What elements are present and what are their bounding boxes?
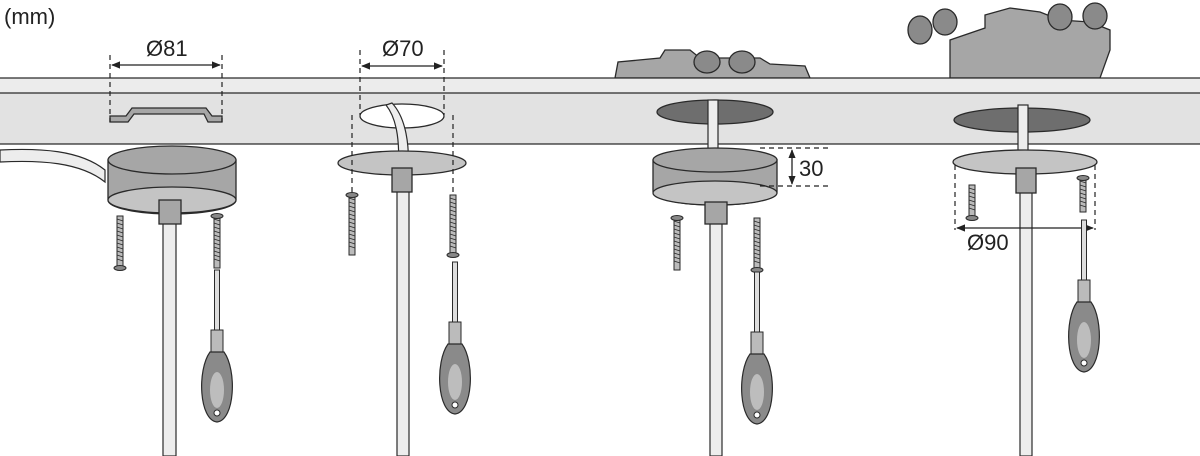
supply-cable	[0, 148, 106, 184]
unit-label: (mm)	[4, 4, 55, 29]
junction-box-large	[907, 2, 1111, 79]
screwdriver-icon	[1068, 219, 1100, 373]
screw-icon	[446, 194, 460, 258]
screw-icon	[1076, 175, 1090, 213]
diameter-label-81: Ø81	[146, 36, 188, 61]
panel-2: Ø70	[337, 36, 467, 456]
screw-icon	[210, 213, 224, 269]
screw-icon	[670, 215, 684, 271]
diameter-label-70: Ø70	[382, 36, 424, 61]
screw-icon	[750, 217, 764, 273]
panel-3: 30	[652, 99, 832, 456]
ceiling-rose	[652, 147, 778, 206]
screw-icon	[345, 192, 359, 256]
screwdriver-icon	[439, 261, 471, 415]
screw-icon	[113, 215, 127, 271]
ceiling-rose	[107, 145, 237, 215]
screwdriver-icon	[741, 271, 773, 425]
panel-4: Ø90	[952, 104, 1098, 456]
mounting-bracket	[109, 107, 223, 123]
screwdriver-icon	[201, 269, 233, 423]
height-label-30: 30	[799, 156, 823, 181]
diameter-label-90: Ø90	[967, 230, 1009, 255]
junction-box-small	[614, 49, 811, 79]
screw-icon	[965, 184, 979, 221]
panel-1: Ø81	[0, 36, 237, 456]
